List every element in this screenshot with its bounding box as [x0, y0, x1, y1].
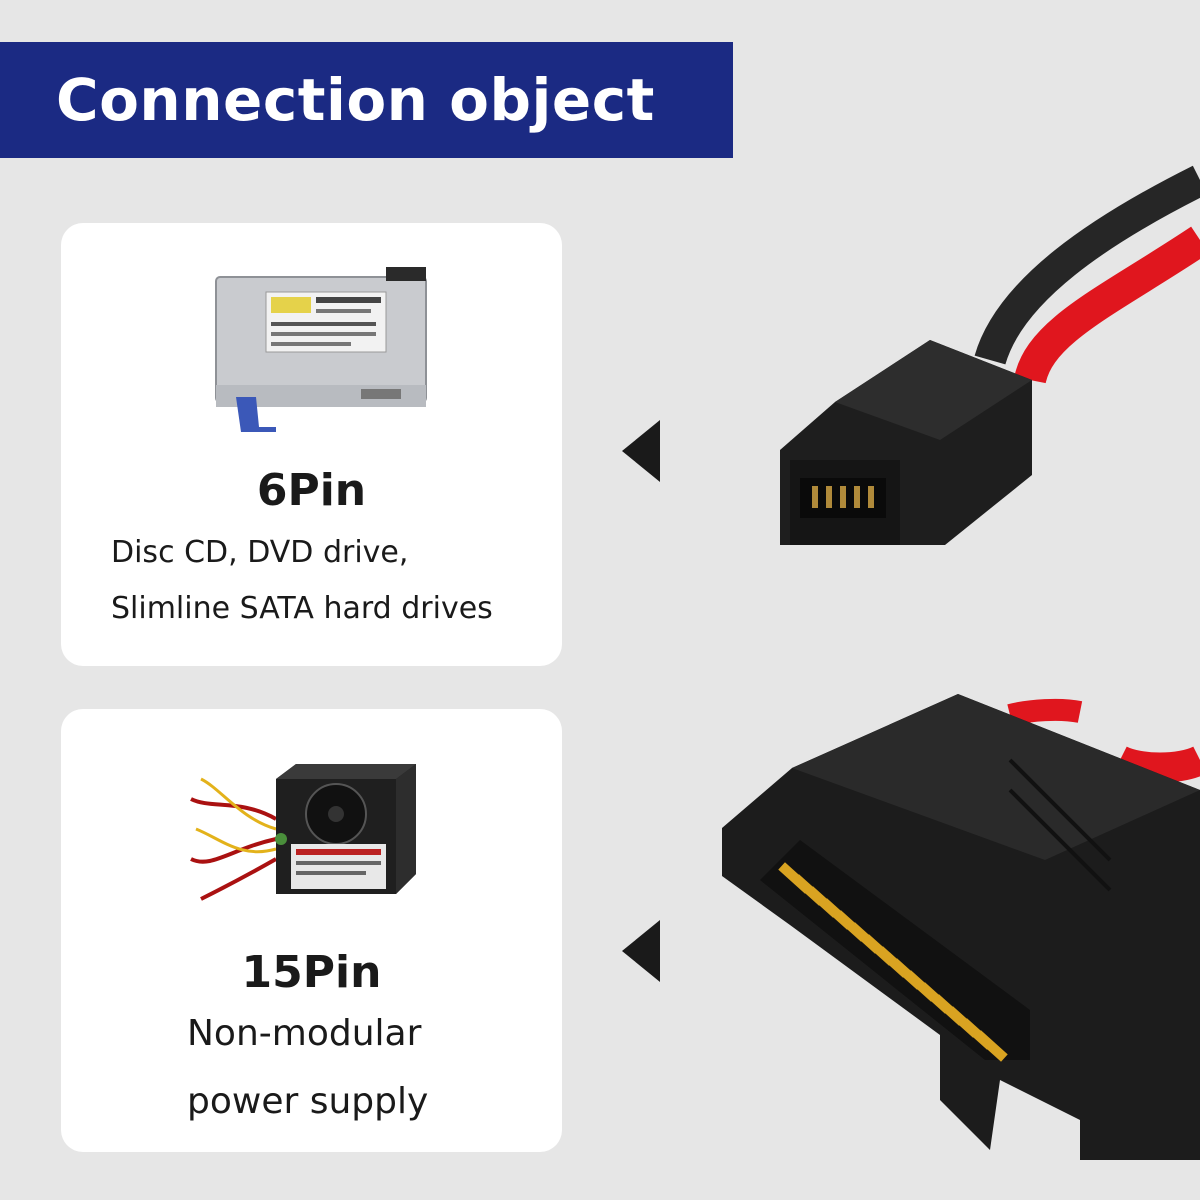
- left-arrow-icon: [622, 920, 660, 982]
- card-heading: 6Pin: [256, 465, 367, 516]
- card-description-line: Non-modular: [187, 1013, 422, 1054]
- card-6pin: 6Pin Disc CD, DVD drive, Slimline SATA h…: [61, 223, 562, 666]
- card-description-line: Disc CD, DVD drive,: [111, 535, 409, 570]
- sata-6pin-connector-icon: [780, 340, 1032, 545]
- power-supply-icon: [190, 764, 416, 901]
- card-description-line: power supply: [187, 1081, 429, 1122]
- card-15pin: 15Pin Non-modular power supply: [61, 709, 562, 1152]
- optical-drive-icon: [215, 267, 427, 432]
- banner-title: Connection object: [56, 66, 655, 134]
- card-description-line: Slimline SATA hard drives: [111, 591, 493, 626]
- header-banner: Connection object: [0, 42, 733, 158]
- sata-15pin-connector-icon: [722, 694, 1200, 1160]
- left-arrow-icon: [622, 420, 660, 482]
- card-heading: 15Pin: [241, 947, 382, 998]
